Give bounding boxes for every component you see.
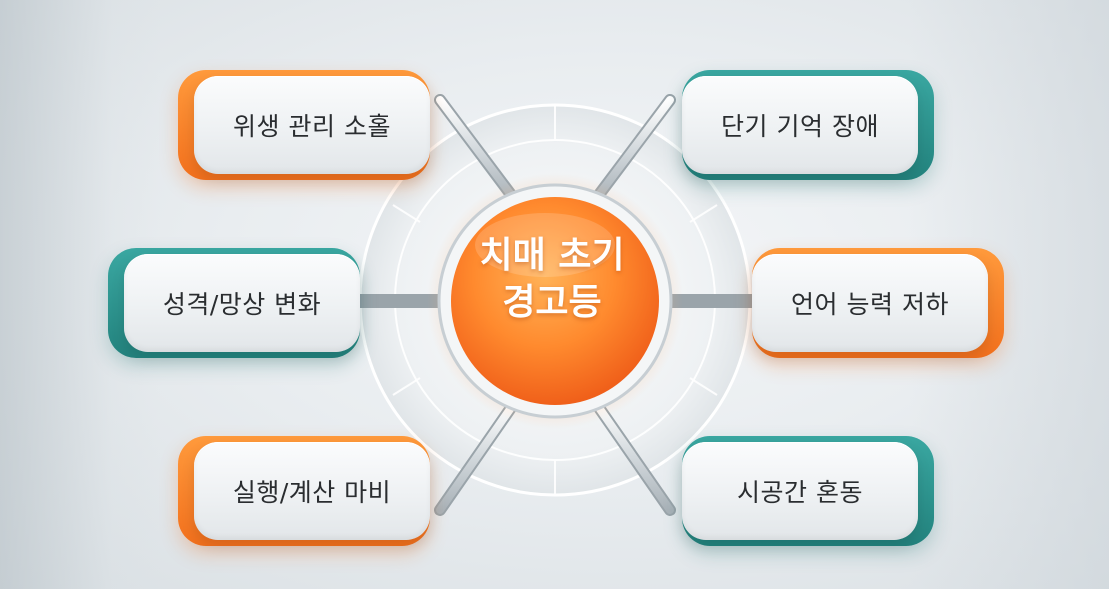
center-title-line2: 경고등 (502, 282, 602, 323)
sign-card: 단기 기억 장애 (682, 76, 918, 174)
sign-label: 실행/계산 마비 (232, 478, 392, 507)
core-disc (451, 197, 659, 405)
sign-label: 언어 능력 저하 (791, 290, 949, 319)
sign-label: 시공간 혼동 (737, 478, 863, 507)
sign-node-hygiene: 위생 관리 소홀 (178, 70, 430, 180)
core-highlight (475, 213, 615, 277)
sign-node-visuospatial: 시공간 혼동 (682, 436, 934, 546)
ring-ticks (392, 105, 718, 495)
sign-card: 위생 관리 소홀 (194, 76, 430, 174)
sign-label: 단기 기억 장애 (721, 112, 879, 141)
sign-card: 언어 능력 저하 (752, 254, 988, 352)
sign-card: 실행/계산 마비 (194, 442, 430, 540)
center-title-line1: 치매 초기 (479, 235, 625, 276)
sign-card: 성격/망상 변화 (124, 254, 360, 352)
sign-node-language-decline: 언어 능력 저하 (752, 248, 1004, 358)
sign-card: 시공간 혼동 (682, 442, 918, 540)
sign-label: 위생 관리 소홀 (233, 112, 391, 141)
sign-node-personality-delusion: 성격/망상 변화 (108, 248, 360, 358)
center-title: 치매 초기 경고등 (442, 232, 662, 326)
sign-node-execution-calculation: 실행/계산 마비 (178, 436, 430, 546)
spokes (348, 94, 759, 516)
sign-label: 성격/망상 변화 (162, 290, 322, 319)
sign-node-short-term-memory: 단기 기억 장애 (682, 70, 934, 180)
